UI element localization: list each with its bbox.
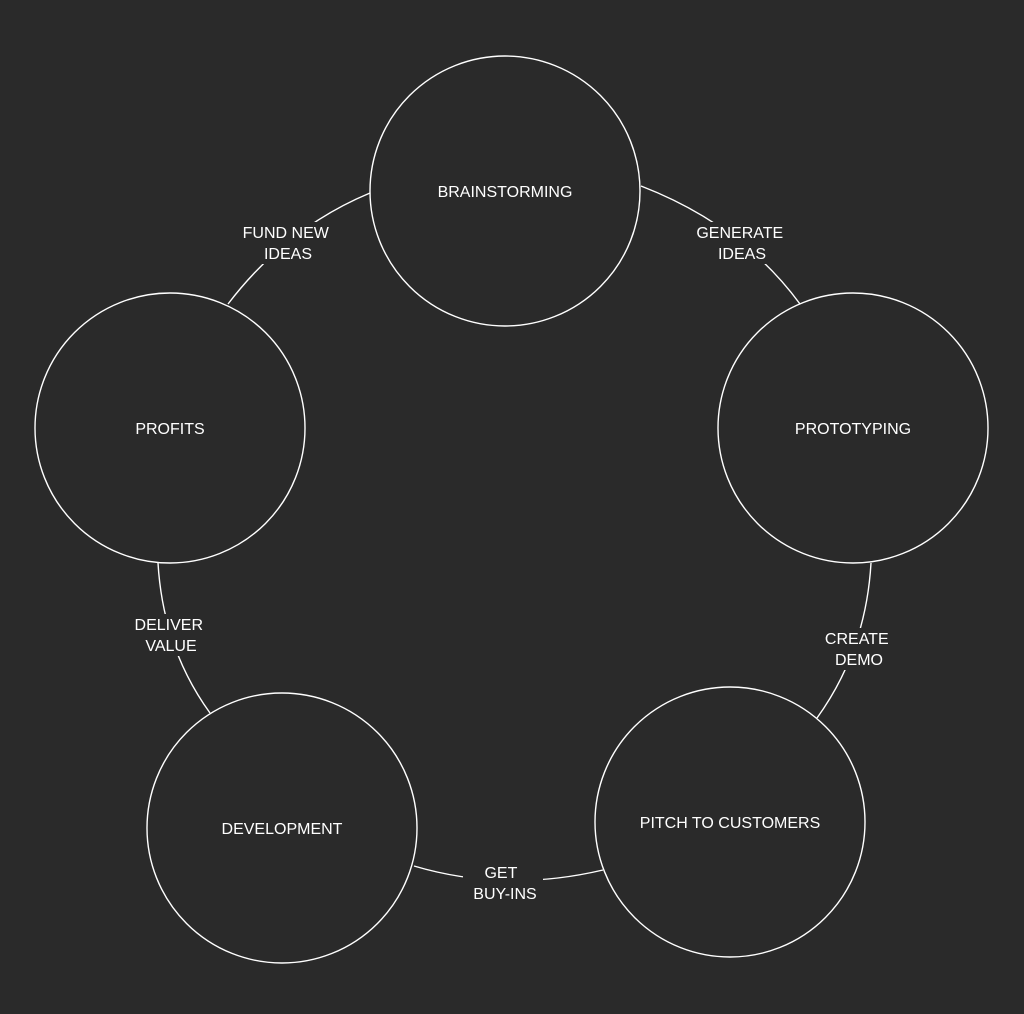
node-brainstorming: BRAINSTORMING xyxy=(369,55,641,327)
edge-label-generate-ideas: GENERATE IDEAS xyxy=(696,225,787,263)
node-circle xyxy=(369,55,641,327)
edge-label-get-buy-ins: GET BUY-INS xyxy=(473,865,536,903)
connector-labels: GENERATE IDEAS CREATE DEMO GET BUY-INS D… xyxy=(130,222,898,904)
node-development: DEVELOPMENT xyxy=(146,692,418,964)
nodes: BRAINSTORMING PROTOTYPING PITCH TO CUSTO… xyxy=(34,55,989,964)
edge-label-fund-new-ideas: FUND NEW IDEAS xyxy=(243,225,334,263)
node-label-development: DEVELOPMENT xyxy=(222,821,343,838)
node-pitch-to-customers: PITCH TO CUSTOMERS xyxy=(594,686,866,958)
node-profits: PROFITS xyxy=(34,292,306,564)
node-circle xyxy=(594,686,866,958)
node-label-brainstorming: BRAINSTORMING xyxy=(438,184,573,201)
node-circle xyxy=(34,292,306,564)
edge-label-create-demo: CREATE DEMO xyxy=(825,631,893,669)
node-label-prototyping: PROTOTYPING xyxy=(795,421,911,438)
node-circle xyxy=(717,292,989,564)
node-prototyping: PROTOTYPING xyxy=(717,292,989,564)
node-label-pitch-to-customers: PITCH TO CUSTOMERS xyxy=(640,815,820,832)
node-label-profits: PROFITS xyxy=(135,421,204,438)
node-circle xyxy=(146,692,418,964)
edge-label-deliver-value: DELIVER VALUE xyxy=(135,617,208,655)
